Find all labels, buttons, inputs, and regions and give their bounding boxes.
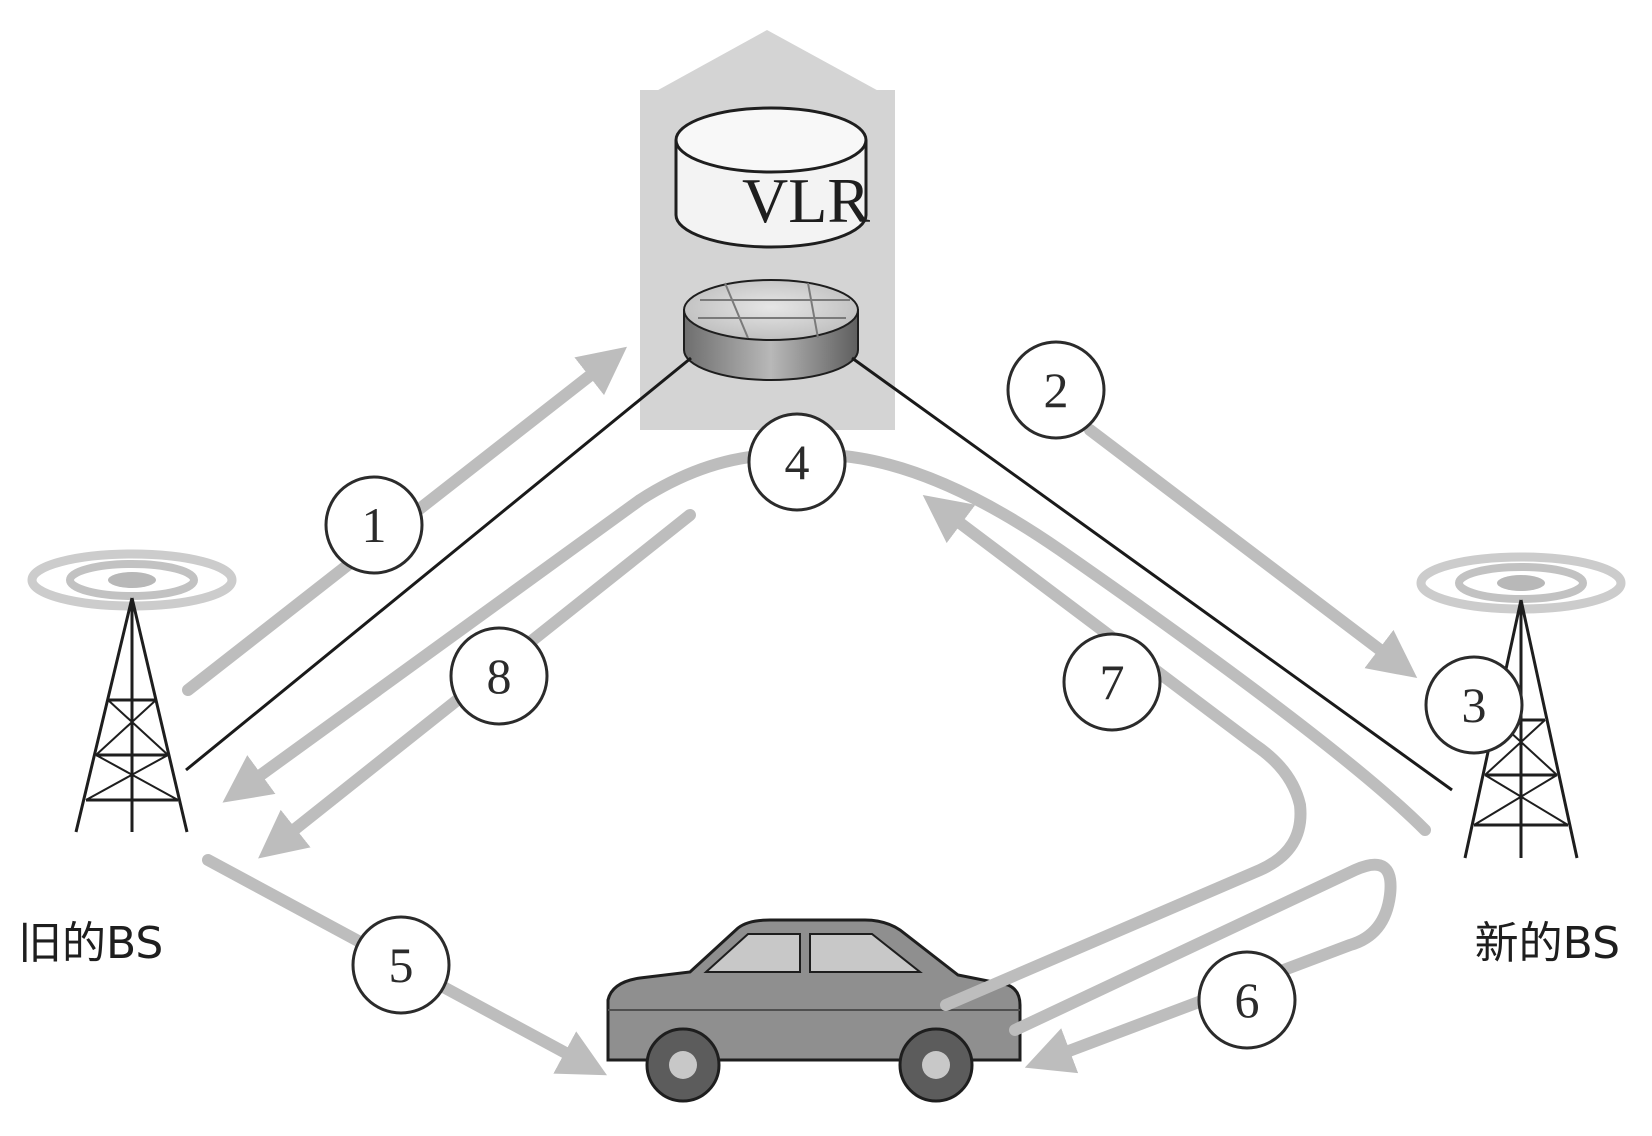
new-bs-label: 新的BS — [1475, 918, 1620, 969]
old-bs-label: 旧的BS — [18, 918, 163, 969]
arrow-step-4 — [222, 449, 1431, 836]
vlr-label: VLR — [742, 165, 870, 236]
wired-links — [185, 356, 1453, 792]
old-bs-tower-icon — [27, 549, 237, 833]
step-6-label: 6 — [1235, 972, 1260, 1028]
step-5-marker: 5 — [351, 915, 451, 1015]
step-7-marker: 7 — [1062, 632, 1162, 732]
arrow-step-7 — [922, 495, 1307, 1011]
step-8-label: 8 — [487, 648, 512, 704]
step-7-label: 7 — [1100, 654, 1125, 710]
step-2-marker: 2 — [1006, 340, 1106, 440]
new-bs-tower-icon — [1416, 552, 1626, 859]
vlr-database-icon: VLR — [674, 106, 870, 249]
step-3-marker: 3 — [1424, 655, 1524, 755]
step-2-label: 2 — [1044, 362, 1069, 418]
step-5-label: 5 — [389, 937, 414, 993]
step-3-label: 3 — [1462, 677, 1487, 733]
arrow-step-6 — [1009, 858, 1397, 1074]
car-icon — [606, 918, 1022, 1103]
arrow-step-2 — [1084, 424, 1418, 679]
step-1-marker: 1 — [324, 475, 424, 575]
step-6-marker: 6 — [1197, 950, 1297, 1050]
step-4-label: 4 — [785, 434, 810, 490]
step-1-label: 1 — [362, 497, 387, 553]
router-icon — [683, 279, 859, 381]
step-markers: 1 2 3 4 5 6 7 8 — [324, 340, 1524, 1050]
step-8-marker: 8 — [449, 626, 549, 726]
step-4-marker: 4 — [747, 412, 847, 512]
